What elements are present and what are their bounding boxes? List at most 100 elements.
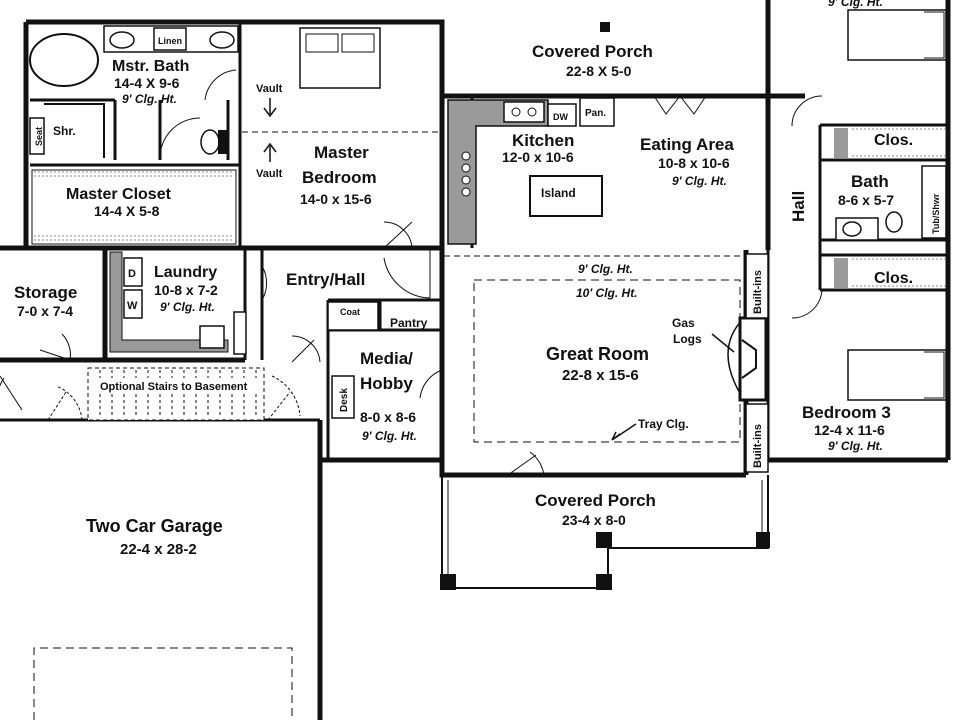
porch-front-dim: 23-4 x 8-0 xyxy=(562,512,626,528)
pantry-label: Pantry xyxy=(390,316,428,330)
fireplace-icon xyxy=(738,316,768,402)
kitchen: DW Pan. Kitchen 12-0 x 10-6 Island xyxy=(447,97,615,245)
vault-arrow-up-icon xyxy=(263,142,277,162)
gas-logs-2: Logs xyxy=(673,332,702,346)
dishwasher xyxy=(547,103,577,127)
bed-icon xyxy=(847,349,947,401)
porch-top-name: Covered Porch xyxy=(532,42,653,61)
sink-icon xyxy=(842,221,862,237)
bedroom3-clg: 9' Clg. Ht. xyxy=(828,439,883,453)
great-clg-a: 9' Clg. Ht. xyxy=(578,262,633,276)
door-swing xyxy=(507,451,545,476)
tub-shower xyxy=(921,165,947,239)
master-closet-name: Master Closet xyxy=(66,186,172,203)
media-clg: 9' Clg. Ht. xyxy=(362,429,417,443)
utility-sink xyxy=(199,325,225,349)
island-label: Island xyxy=(541,186,576,200)
door-swing xyxy=(267,375,301,421)
laundry-name: Laundry xyxy=(154,264,217,281)
door-swing xyxy=(383,250,431,299)
door-swing xyxy=(791,95,823,127)
porch-post xyxy=(596,532,612,548)
seat xyxy=(29,117,45,155)
covered-porch-top: Covered Porch 22-8 X 5-0 xyxy=(532,22,653,79)
laundry-dim: 10-8 x 7-2 xyxy=(154,282,218,298)
kitchen-dim: 12-0 x 10-6 xyxy=(502,149,574,165)
master-bedroom-name2: Bedroom xyxy=(302,168,377,187)
laundry-cabinet xyxy=(233,311,247,355)
faucet xyxy=(511,107,521,117)
great-name: Great Room xyxy=(546,344,649,364)
door-swing xyxy=(47,385,83,421)
dw-label: DW xyxy=(553,112,568,122)
master-bedroom: Vault Vault Master Bedroom 14-0 x 15-6 xyxy=(242,27,440,249)
pantry-small xyxy=(579,97,615,127)
coat-label: Coat xyxy=(340,307,360,317)
garage: Two Car Garage 22-4 x 28-2 xyxy=(33,516,293,720)
bedroom3-dim: 12-4 x 11-6 xyxy=(814,422,885,438)
stairs-label: Optional Stairs to Basement xyxy=(100,381,248,393)
island xyxy=(529,175,603,217)
master-bath: Linen Mstr. Bath 14-4 X 9-6 9' Clg. Ht. … xyxy=(29,25,239,159)
porch-post xyxy=(596,574,612,590)
kitchen-counter xyxy=(447,99,549,245)
desk-label: Desk xyxy=(339,388,350,412)
linen-label: Linen xyxy=(158,36,182,46)
porch-post xyxy=(756,532,770,548)
dryer-label: D xyxy=(128,268,136,280)
seat-label: Seat xyxy=(34,127,44,146)
laundry-clg: 9' Clg. Ht. xyxy=(160,300,215,314)
toilet-icon xyxy=(200,129,220,155)
built-ins-bottom xyxy=(745,403,769,473)
door-swing xyxy=(0,375,23,420)
bed-pillow xyxy=(924,351,945,399)
master-bath-name: Mstr. Bath xyxy=(112,58,189,75)
master-bedroom-dim: 14-0 x 15-6 xyxy=(300,191,372,207)
bathtub-icon xyxy=(29,33,99,87)
tray-ceiling xyxy=(473,279,741,443)
sink-icon xyxy=(109,31,135,49)
washer-label: W xyxy=(127,300,138,312)
shower-wall xyxy=(44,103,105,158)
sink-icon xyxy=(209,31,235,49)
right-wing: Hall 9' Clg. Ht. Clos. Bath 8-6 x 5-7 Tu… xyxy=(789,0,947,453)
entry-hall-label: Entry/Hall xyxy=(286,270,365,289)
great-clg-b: 10' Clg. Ht. xyxy=(576,286,638,300)
coat-closet xyxy=(327,301,379,331)
bath-dim: 8-6 x 5-7 xyxy=(838,192,894,208)
clos-bottom-label: Clos. xyxy=(874,270,913,287)
pillow xyxy=(341,33,375,53)
hall-label: Hall xyxy=(789,191,808,222)
linen-closet xyxy=(153,27,187,51)
desk xyxy=(331,375,355,419)
vault-arrow-down-icon xyxy=(263,98,277,118)
built-ins-top xyxy=(745,253,769,319)
great-room: 9' Clg. Ht. 10' Clg. Ht. Great Room 22-8… xyxy=(444,253,769,476)
great-dim: 22-8 x 15-6 xyxy=(562,367,639,384)
eating-clg: 9' Clg. Ht. xyxy=(672,174,727,188)
bedroom2-clg: 9' Clg. Ht. xyxy=(828,0,883,9)
fireplace-hearth xyxy=(727,317,745,401)
shelf-hatch-top xyxy=(34,171,234,177)
optional-stairs: Optional Stairs to Basement xyxy=(0,367,301,421)
media-name1: Media/ xyxy=(360,349,413,368)
pan-label: Pan. xyxy=(585,108,606,119)
closet-shelf xyxy=(834,128,848,158)
dryer xyxy=(123,257,143,287)
built-ins-bottom-label: Built-ins xyxy=(752,424,764,468)
gas-arrow-icon xyxy=(711,333,735,353)
porch-rail xyxy=(447,480,763,578)
door-swing xyxy=(419,369,443,399)
porch-post xyxy=(600,22,610,32)
door-swing xyxy=(204,69,237,101)
storage-dim: 7-0 x 7-4 xyxy=(17,303,73,319)
sink-icon xyxy=(503,101,545,123)
garage-dim: 22-4 x 28-2 xyxy=(120,541,197,558)
storage-laundry: Storage 7-0 x 7-4 D W Laundry 10-8 x 7-2… xyxy=(14,251,321,363)
master-bath-clg: 9' Clg. Ht. xyxy=(122,92,177,106)
door-swing xyxy=(383,221,413,249)
media-dim: 8-0 x 8-6 xyxy=(360,409,416,425)
door-swing xyxy=(159,117,201,159)
tray-label: Tray Clg. xyxy=(638,417,689,431)
